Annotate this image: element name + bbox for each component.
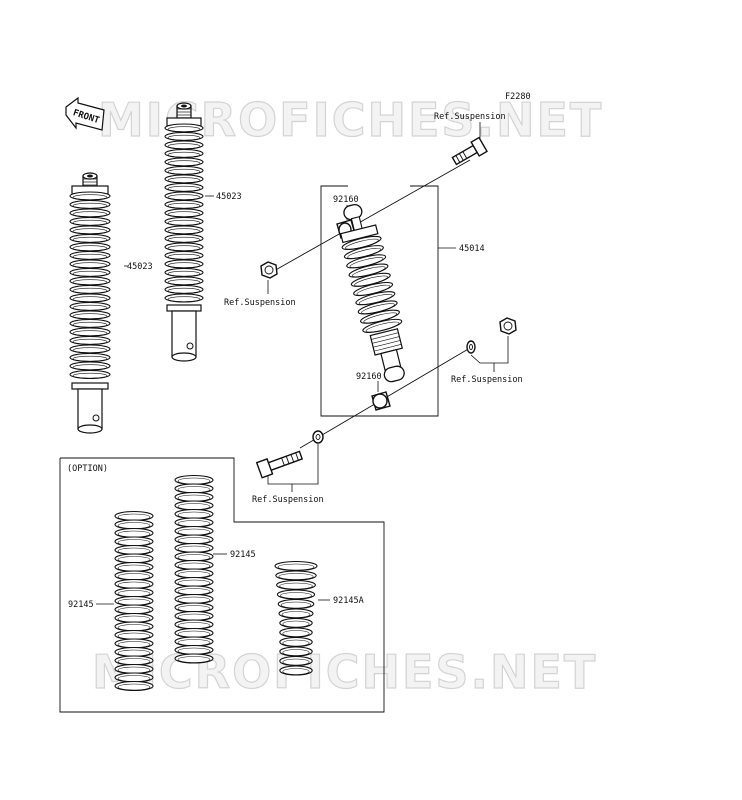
lower-washer-icon	[466, 340, 476, 354]
assembly-frame-45014	[320, 185, 439, 417]
option-frame	[59, 457, 385, 713]
lower-bushing-icon	[371, 391, 391, 411]
front-arrow-icon: FRONT	[65, 96, 105, 131]
figure-code: F2280	[505, 92, 531, 102]
label-ref-top: Ref.Suspension	[434, 112, 506, 122]
lower-nut-icon	[499, 317, 517, 335]
label-ref-right: Ref.Suspension	[451, 375, 523, 385]
lower-bolt-washer-icon	[312, 430, 324, 444]
leader-ref-right	[470, 336, 509, 364]
lower-bolt-icon	[255, 450, 304, 479]
label-92145A: 92145A	[333, 596, 364, 606]
label-45023-front: 45023	[216, 192, 242, 202]
shock-absorber-45023-front	[164, 102, 204, 362]
leader-ref-bottom	[267, 444, 319, 485]
label-45014: 45014	[459, 244, 485, 254]
spring-92145A	[274, 560, 318, 676]
option-label: (OPTION)	[67, 464, 108, 474]
label-ref-bottom: Ref.Suspension	[252, 495, 324, 505]
label-92160-lower: 92160	[356, 372, 382, 382]
spring-92145-right	[174, 474, 214, 664]
shock-absorber-45014	[340, 203, 405, 383]
label-ref-left: Ref.Suspension	[224, 298, 296, 308]
upper-bolt-icon	[451, 136, 488, 166]
upper-axis-line	[271, 159, 471, 273]
label-92145-right: 92145	[230, 550, 256, 560]
label-92160-upper: 92160	[333, 195, 359, 205]
shock-absorber-45023-rear	[69, 172, 111, 434]
spring-92145-left	[114, 510, 154, 692]
upper-nut-icon	[260, 261, 278, 279]
label-45023-rear: 45023	[127, 262, 153, 272]
watermark-bottom: MICROFICHES.NET	[92, 645, 597, 699]
label-92145-left: 92145	[68, 600, 94, 610]
